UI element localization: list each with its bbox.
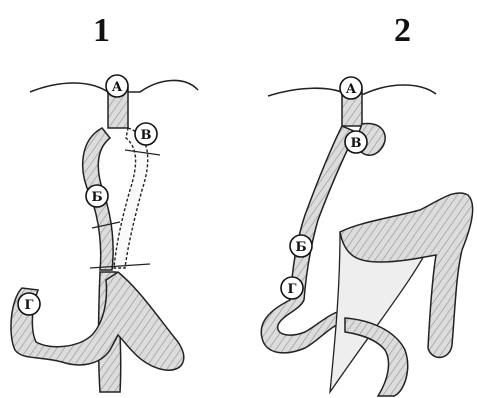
label-b-2: Б [295, 240, 306, 255]
label-g-1: Г [25, 298, 34, 313]
panel-2-drawing: А В Б Г [261, 77, 472, 396]
label-a-1: А [112, 80, 123, 95]
label-b-1: Б [91, 190, 102, 205]
label-v-2: В [351, 136, 362, 151]
panel-1-drawing: А В Б Г [11, 75, 198, 392]
label-a-2: А [346, 82, 357, 97]
label-v-1: В [141, 128, 152, 143]
label-g-2: Г [288, 282, 297, 297]
jejunal-loop-right-1 [114, 128, 148, 268]
roux-limb-1 [11, 272, 184, 370]
